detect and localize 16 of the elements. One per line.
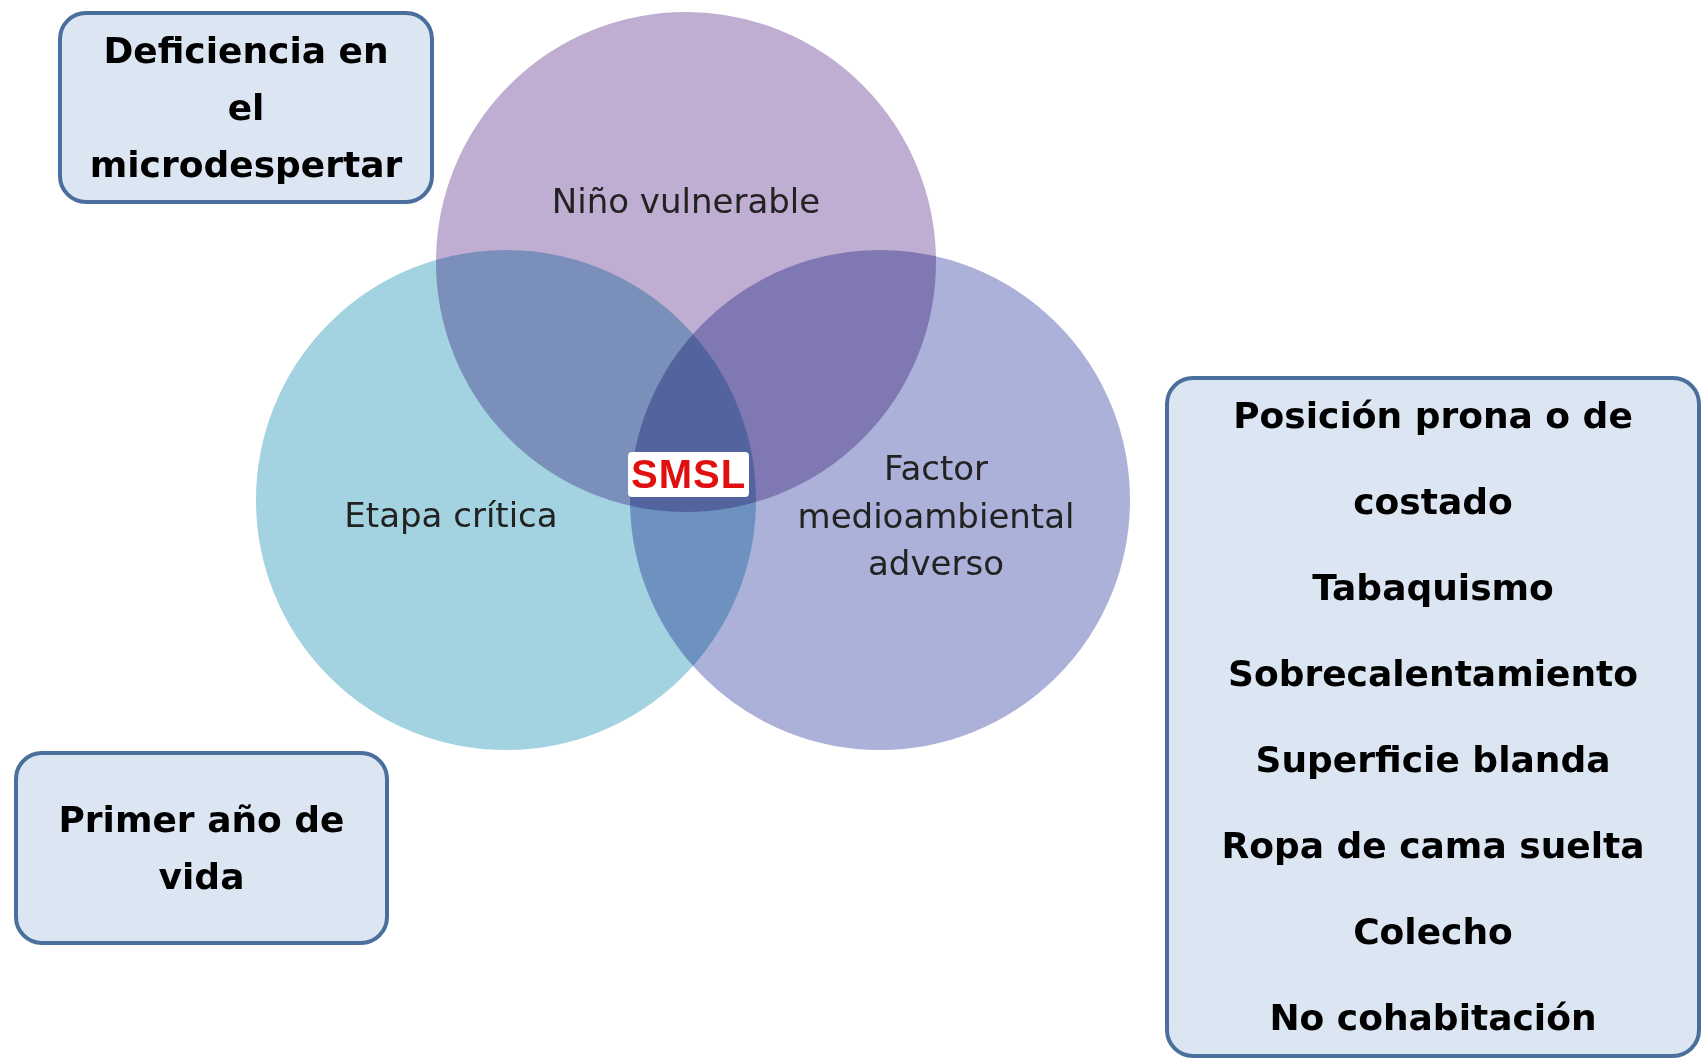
list-item: Superficie blanda bbox=[1255, 738, 1611, 782]
list-item: Posición prona o de costado bbox=[1232, 394, 1634, 524]
circle-label: Niño vulnerable bbox=[550, 180, 822, 224]
circle-label: Etapa crítica bbox=[343, 494, 559, 538]
circle-label: Factor medioambiental adverso bbox=[796, 446, 1076, 585]
rounded-box bbox=[58, 11, 434, 204]
list-item: Tabaquismo bbox=[1312, 566, 1554, 610]
list-item: Ropa de cama suelta bbox=[1221, 824, 1645, 868]
box-label: Deficiencia en el microdespertar bbox=[89, 29, 403, 187]
list-item: Colecho bbox=[1353, 910, 1513, 954]
list-item: Sobrecalentamiento bbox=[1228, 652, 1638, 696]
list-item: No cohabitación bbox=[1269, 996, 1597, 1040]
box-label: Primer año de vida bbox=[57, 798, 346, 899]
rounded-box bbox=[14, 751, 389, 945]
rounded-box bbox=[1165, 376, 1701, 1058]
center-label: SMSL bbox=[628, 452, 750, 497]
